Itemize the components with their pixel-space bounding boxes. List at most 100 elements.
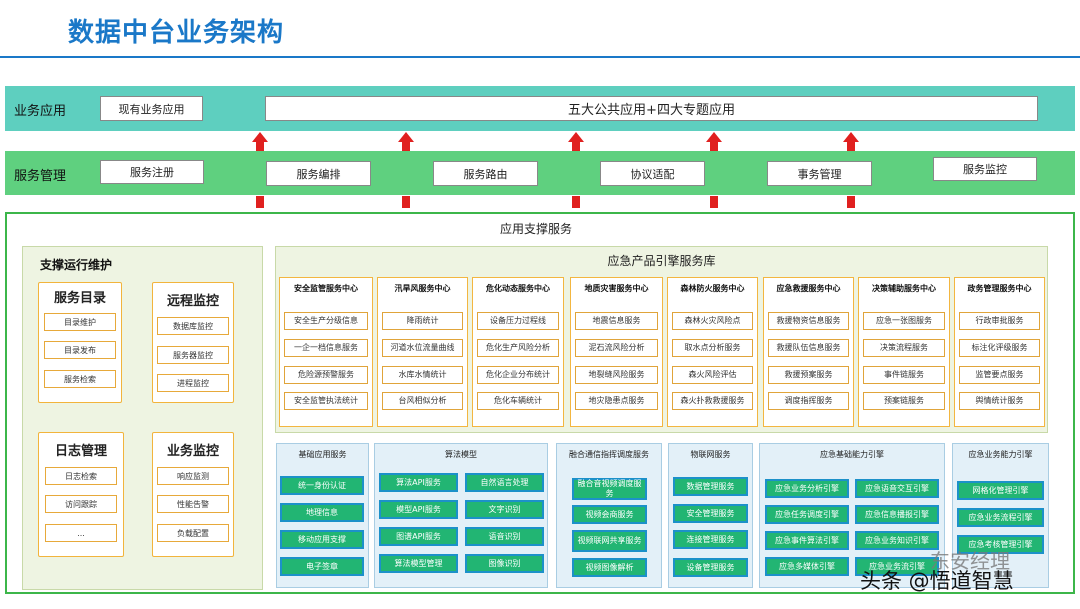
service-item: 应急多媒体引擎 (765, 557, 849, 576)
service-center-item: 地震信息服务 (575, 312, 658, 330)
transaction-box: 事务管理 (767, 161, 872, 186)
service-register-box: 服务注册 (100, 160, 204, 184)
service-item: 自然语言处理 (465, 473, 544, 492)
service-center-item: 调度指挥服务 (768, 392, 849, 410)
service-center-item: 安全监管执法统计 (284, 392, 368, 410)
service-center-item: 监管要点服务 (959, 366, 1040, 384)
ops-item: 负载配置 (157, 524, 229, 542)
ops-item: 服务检索 (44, 370, 116, 388)
engine-title: 应急产品引擎服务库 (607, 254, 716, 268)
service-item: 图谱API服务 (379, 527, 458, 546)
card-title: 业务监控 (166, 444, 219, 459)
service-routing-box: 服务路由 (433, 161, 538, 186)
service-center-item: 救援物资信息服务 (768, 312, 849, 330)
service-center-item: 事件链服务 (863, 366, 945, 384)
ops-item: 响应监测 (157, 467, 229, 485)
ops-item: 目录发布 (44, 341, 116, 359)
public-app-box: 五大公共应用+四大专题应用 (265, 96, 1038, 121)
service-center-item: 森火风险评估 (672, 366, 753, 384)
service-center-item: 决策流程服务 (863, 339, 945, 357)
service-center-title: 森林防火服务中心 (680, 284, 745, 293)
service-item: 算法API服务 (379, 473, 458, 492)
ops-item: 进程监控 (157, 374, 229, 392)
service-item: 网格化管理引擎 (957, 481, 1044, 500)
service-layer-label: 服务管理 (14, 169, 67, 184)
service-center-item: 安全生产分级信息 (284, 312, 368, 330)
service-center-title: 政务管理服务中心 (967, 284, 1032, 293)
service-item: 应急业务流引擎 (855, 557, 939, 576)
ops-title: 支撑运行维护 (40, 258, 113, 272)
service-center-item: 地裂缝风险服务 (575, 366, 658, 384)
panel-title: 应急业务能力引擎 (968, 450, 1033, 459)
service-center-item: 水库水情统计 (382, 366, 463, 384)
service-item: 应急业务流程引擎 (957, 508, 1044, 527)
service-item: 设备管理服务 (673, 558, 748, 577)
service-item: 图像识别 (465, 554, 544, 573)
service-item: 模型API服务 (379, 500, 458, 519)
service-center-item: 危化生产风险分析 (477, 339, 559, 357)
up-arrow-icon (398, 196, 414, 208)
card-title: 日志管理 (54, 444, 107, 459)
service-center-item: 预案链服务 (863, 392, 945, 410)
service-item: 视频会商服务 (572, 505, 647, 524)
up-arrow-icon (568, 132, 584, 151)
up-arrow-icon (252, 132, 268, 151)
panel-title: 算法模型 (445, 450, 477, 459)
up-arrow-icon (706, 196, 722, 208)
service-center-item: 森林火灾风险点 (672, 312, 753, 330)
service-center-item: 泥石流风险分析 (575, 339, 658, 357)
service-center-item: 救援预案服务 (768, 366, 849, 384)
panel-title: 物联网服务 (690, 450, 731, 459)
service-center-item: 地灾隐患点服务 (575, 392, 658, 410)
watermark-text: 头条 @悟道智慧 (860, 569, 1014, 593)
service-item: 应急考核管理引擎 (957, 535, 1044, 554)
card-title: 远程监控 (166, 294, 219, 309)
ops-item: 日志检索 (45, 467, 117, 485)
service-center-item: 台风相似分析 (382, 392, 463, 410)
service-center-title: 地质灾害服务中心 (584, 284, 649, 293)
service-item: 应急信息播报引擎 (855, 505, 939, 524)
panel-title: 应急基础能力引擎 (820, 450, 884, 459)
service-item: 数据管理服务 (673, 477, 748, 496)
service-item: 视频联网共享服务 (572, 530, 647, 552)
service-item: 应急业务知识引擎 (855, 531, 939, 550)
app-layer-label: 业务应用 (14, 104, 67, 119)
service-center-item: 取水点分析服务 (672, 339, 753, 357)
ops-item: 数据库监控 (157, 317, 229, 335)
service-center-title: 应急救援服务中心 (776, 284, 841, 293)
service-center-item: 救援队伍信息服务 (768, 339, 849, 357)
support-title: 应用支撑服务 (500, 222, 573, 236)
service-item: 连接管理服务 (673, 530, 748, 549)
service-item: 应急语音交互引擎 (855, 479, 939, 498)
service-item: 应急事件算法引擎 (765, 531, 849, 550)
service-item: 文字识别 (465, 500, 544, 519)
service-center-item: 应急一张图服务 (863, 312, 945, 330)
up-arrow-icon (252, 196, 268, 208)
panel-title: 融合通信指挥调度服务 (569, 450, 649, 459)
service-center-item: 标注化评级服务 (959, 339, 1040, 357)
service-orchestrate-box: 服务编排 (266, 161, 371, 186)
service-center-item: 舆情统计服务 (959, 392, 1040, 410)
card-title: 服务目录 (53, 291, 106, 306)
up-arrow-icon (706, 132, 722, 151)
up-arrow-icon (398, 132, 414, 151)
service-center-item: 危险源预警服务 (284, 366, 368, 384)
service-item: 视频图像解析 (572, 558, 647, 577)
ops-item: 访问跟踪 (45, 495, 117, 513)
service-center-item: 危化企业分布统计 (477, 366, 559, 384)
service-center-item: 危化车辆统计 (477, 392, 559, 410)
service-center-item: 降雨统计 (382, 312, 463, 330)
service-item: 融合音视频调度服务 (572, 478, 647, 500)
up-arrow-icon (843, 132, 859, 151)
service-item: 语音识别 (465, 527, 544, 546)
ops-item: 目录维护 (44, 313, 116, 331)
up-arrow-icon (843, 196, 859, 208)
title-divider (0, 56, 1080, 58)
ops-item: ... (45, 524, 117, 542)
service-center-item: 森火扑救救援服务 (672, 392, 753, 410)
service-center-title: 汛旱风服务中心 (394, 284, 451, 293)
watermark-text: 东安经理 (930, 549, 1010, 573)
ops-item: 服务器监控 (157, 346, 229, 364)
service-item: 移动应用支撑 (280, 530, 364, 549)
ops-item: 性能告警 (157, 495, 229, 513)
